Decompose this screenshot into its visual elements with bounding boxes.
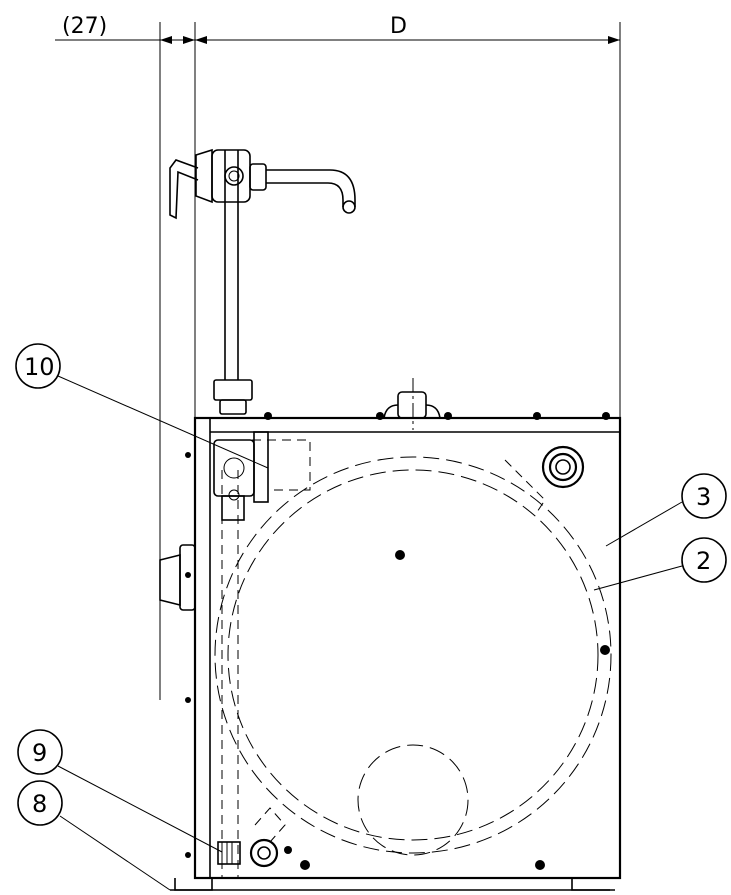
callout-10-label: 10 <box>24 353 55 381</box>
faucet-assembly <box>169 148 356 415</box>
dimension-lines <box>55 22 621 700</box>
callout-9-label: 9 <box>32 739 47 767</box>
gland-nut <box>541 445 585 489</box>
dimension-depth-label: D <box>390 14 407 39</box>
callout-10 <box>15 343 269 469</box>
callout-2-label: 2 <box>696 547 711 575</box>
callout-3-label: 3 <box>696 483 711 511</box>
dimension-offset-label: (27) <box>62 14 107 39</box>
callout-2 <box>593 537 727 591</box>
drain-fitting <box>217 807 286 868</box>
callout-3 <box>605 473 727 547</box>
cabinet-body <box>170 391 622 891</box>
internal-valve <box>213 431 269 521</box>
callout-8 <box>17 780 171 891</box>
callout-9 <box>17 729 223 853</box>
side-knob <box>159 452 196 858</box>
callout-8-label: 8 <box>32 790 47 818</box>
tank-hidden-lines <box>214 439 612 878</box>
